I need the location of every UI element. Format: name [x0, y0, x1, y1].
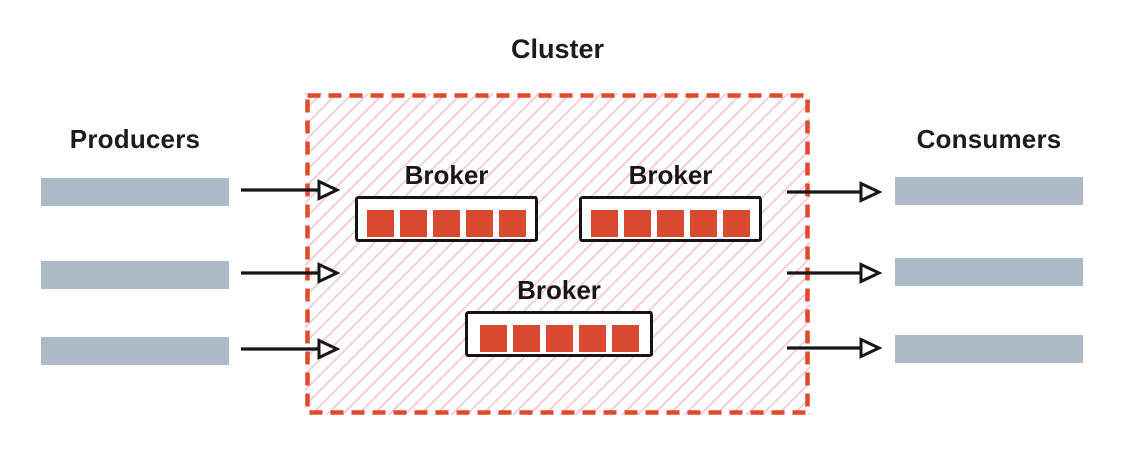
partition-square	[512, 325, 540, 352]
producer-bar	[41, 337, 229, 365]
consumer-arrow-3-icon	[787, 337, 882, 359]
cluster-title: Cluster	[510, 34, 605, 64]
cluster-dashed-border-icon	[305, 93, 810, 415]
consumers-label: Consumers	[916, 124, 1062, 154]
partition-square	[367, 210, 394, 237]
partition-square	[624, 210, 651, 237]
broker-2-label: Broker	[628, 160, 713, 190]
partition-square	[591, 210, 618, 237]
consumer-bar	[895, 258, 1083, 286]
producer-arrow-3-icon	[241, 338, 340, 360]
consumer-bar	[895, 335, 1083, 363]
partition-square	[400, 210, 427, 237]
producer-bar	[41, 261, 229, 289]
broker-3-label: Broker	[517, 275, 601, 305]
partition-square	[578, 325, 606, 352]
cluster-boundary	[305, 93, 810, 415]
partition-square	[657, 210, 684, 237]
partition-square	[433, 210, 460, 237]
partition-square	[723, 210, 750, 237]
producer-arrow-2-icon	[241, 262, 340, 284]
partition-square	[479, 325, 507, 352]
broker-1-box	[355, 196, 538, 242]
consumer-arrow-1-icon	[787, 181, 882, 203]
consumer-arrow-2-icon	[787, 262, 882, 284]
consumer-bar	[895, 177, 1083, 205]
producers-label: Producers	[69, 124, 201, 154]
partition-square	[690, 210, 717, 237]
broker-3-box	[465, 311, 653, 357]
broker-2-box	[579, 196, 762, 242]
partition-square	[611, 325, 639, 352]
partition-square	[545, 325, 573, 352]
broker-1-label: Broker	[404, 160, 489, 190]
partition-square	[499, 210, 526, 237]
producer-arrow-1-icon	[241, 179, 340, 201]
partition-square	[466, 210, 493, 237]
producer-bar	[41, 178, 229, 206]
